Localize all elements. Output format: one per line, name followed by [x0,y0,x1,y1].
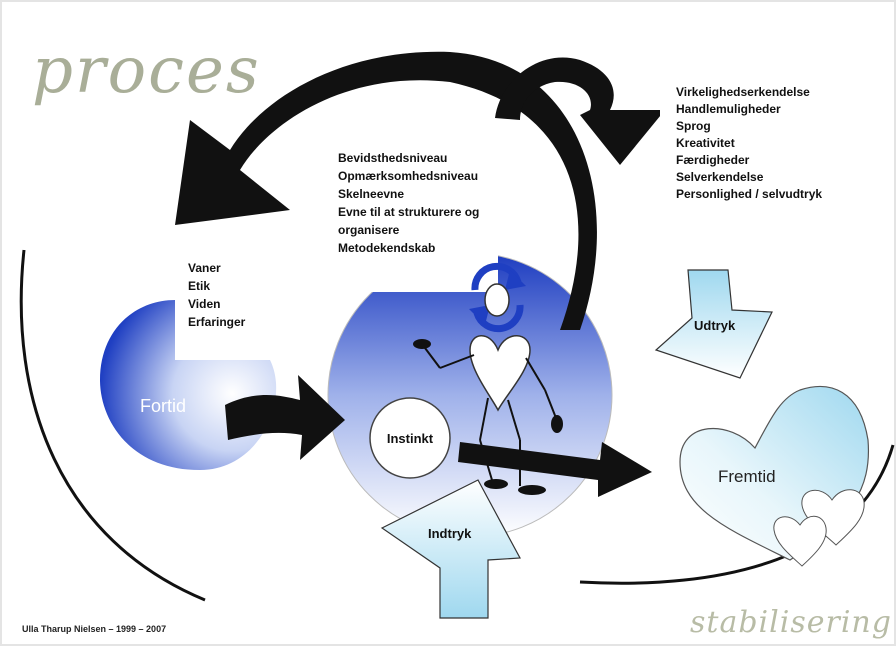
future-label: Fremtid [718,467,776,486]
figure-head [484,283,510,317]
present-item: Metodekendskab [338,241,435,255]
present-textbox [328,140,498,292]
future-item: Selverkendelse [676,170,764,184]
future-item: Kreativitet [676,136,735,150]
instinct-label: Instinkt [387,431,434,446]
impression-label: Indtryk [428,526,472,541]
future-item: Sprog [676,119,711,133]
small-curved-arrow [495,57,665,166]
future-item: Virkelighedserkendelse [676,85,810,99]
instinct-circle [369,397,451,479]
small-heart-icon [773,515,827,567]
past-item: Vaner [188,261,221,275]
future-items: Virkelighedserkendelse Handlemuligheder … [676,85,822,201]
future-item: Personlighed / selvudtryk [676,187,822,201]
past-item: Erfaringer [188,315,246,329]
present-item: Evne til at strukturere og [338,205,479,219]
past-item: Etik [188,279,210,293]
past-textbox [175,248,270,360]
present-item: organisere [338,223,400,237]
past-to-present-arrow [225,375,345,460]
past-item: Viden [188,297,220,311]
expression-arrow [654,269,773,379]
small-heart-icon [801,489,865,546]
stabilisering-label: stabilisering [690,605,892,640]
right-arc [579,444,895,585]
present-to-future-arrow [458,442,652,497]
future-item: Færdigheder [676,153,750,167]
figure-heart [469,335,531,412]
left-arc [19,249,206,602]
past-items: Vaner Etik Viden Erfaringer [188,261,246,329]
present-item: Skelneevne [338,187,404,201]
present-item: Opmærksomhedsniveau [338,169,478,183]
big-curved-arrow [175,51,597,331]
impression-arrow [380,479,521,619]
refresh-icon [469,262,526,333]
expression-label: Udtryk [694,318,736,333]
past-label: Fortid [140,396,186,416]
present-items: Bevidsthedsniveau Opmærksomhedsniveau Sk… [338,151,483,255]
present-item: Bevidsthedsniveau [338,151,447,165]
future-textbox [660,60,892,220]
credit-line: Ulla Tharup Nielsen – 1999 – 2007 [22,624,166,634]
future-item: Handlemuligheder [676,102,781,116]
diagram-title: proces [32,34,261,108]
